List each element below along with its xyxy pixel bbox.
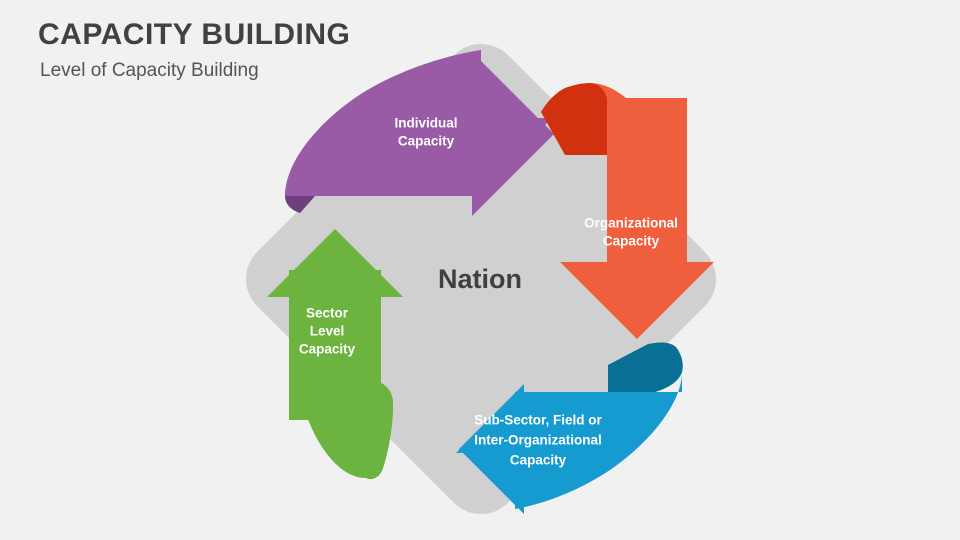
arrow-organizational-head [560,262,714,339]
arrow-organizational-body [607,98,687,270]
arrow-sector-level-capacity[interactable]: Sector Level Capacity [267,229,403,479]
arrow-sub-sector-label-line2: Inter-Organizational [474,433,602,448]
arrow-individual-label-line1: Individual [394,116,457,131]
arrow-organizational-capacity[interactable]: Organizational Capacity [541,83,714,339]
arrow-sector-level-label-line3: Capacity [299,342,356,357]
arrow-sub-sector-fold [608,342,683,392]
arrow-individual-head [472,52,554,216]
page-subtitle: Level of Capacity Building [40,60,259,81]
arrow-sub-sector-label-line1: Sub-Sector, Field or [474,413,602,428]
arrow-sector-level-label-line1: Sector [306,306,349,321]
arrow-individual-capacity[interactable]: Individual Capacity [285,50,554,216]
page-title: CAPACITY BUILDING [38,18,351,51]
arrow-organizational-label-line1: Organizational [584,216,678,231]
arrow-sub-sector-label-line3: Capacity [510,453,567,468]
center-nation-label: Nation [438,264,522,294]
arrow-sector-level-body [289,270,381,420]
arrow-sector-level-label-line2: Level [310,324,345,339]
arrow-organizational-fold [541,83,607,155]
arrow-sub-sector-head [459,384,524,514]
arrow-sub-sector-capacity[interactable]: Sub-Sector, Field or Inter-Organizationa… [456,342,683,514]
arrow-sector-level-head [267,229,403,297]
arrow-organizational-label-line2: Capacity [603,234,660,249]
arrow-individual-label-line2: Capacity [398,134,455,149]
